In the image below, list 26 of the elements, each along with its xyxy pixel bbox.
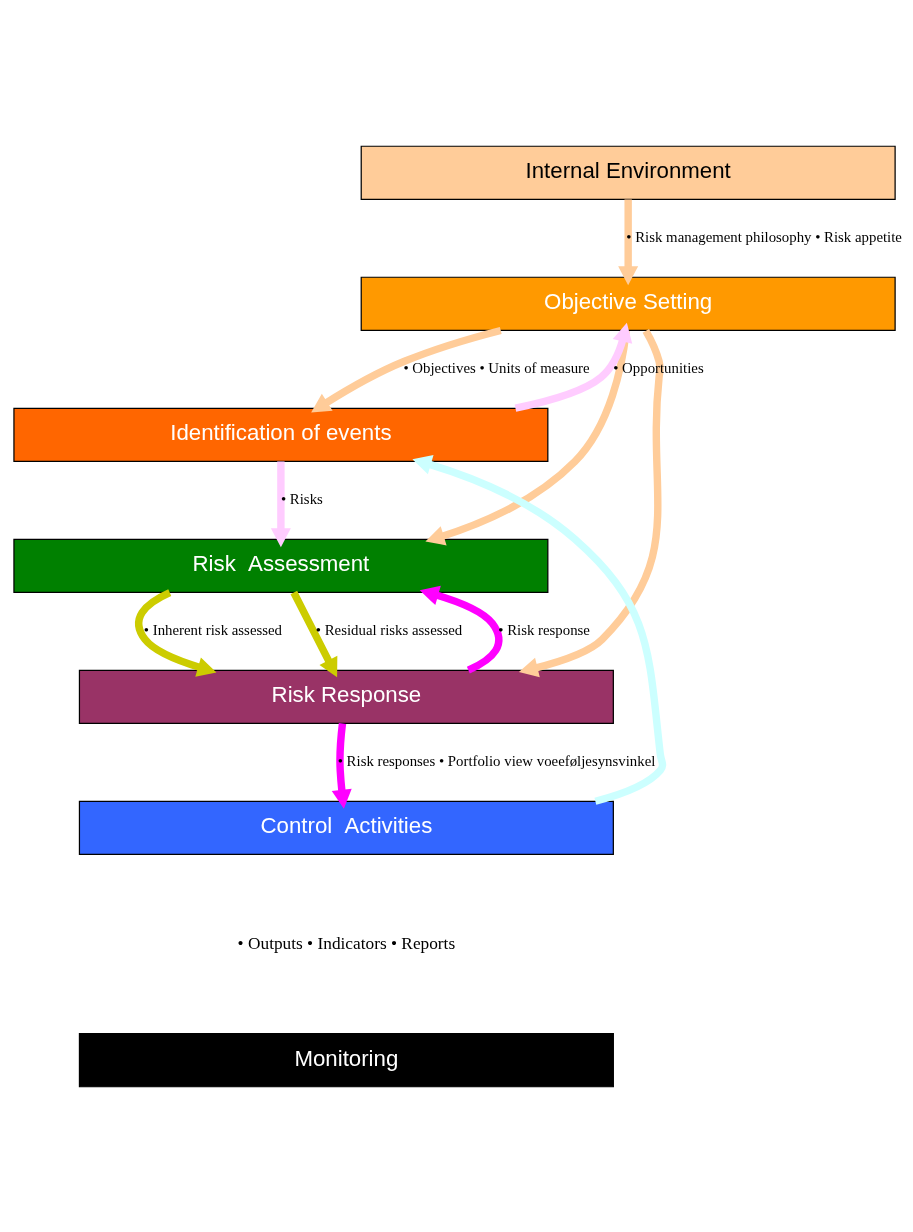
arrow — [518, 328, 664, 677]
edge-label: • Inherent risk assessed — [143, 621, 282, 638]
edge-label: • Residual risks assessed — [315, 621, 462, 638]
node-box: Internal Environment — [360, 145, 896, 200]
edge-label: • Risk response — [497, 621, 590, 638]
edge-label: • Objectives • Units of measure — [402, 359, 590, 376]
node-box: Risk Response — [78, 669, 614, 724]
node-box: Risk Assessment — [12, 538, 548, 593]
arrow — [514, 322, 632, 412]
arrow — [331, 722, 352, 809]
label: • Outputs • Indicators • Reports — [237, 933, 455, 953]
edge-label: • Risk responses • Portfolio view voeeføljesynsvinkel — [337, 752, 655, 769]
arrow — [419, 585, 502, 673]
edge-label: • Opportunities — [612, 359, 704, 376]
node-box: Objective Setting — [360, 276, 896, 331]
edge-label: • Risk management philosophy • Risk appetite — [625, 228, 902, 245]
arrow — [290, 590, 337, 677]
node-box: Monitoring — [78, 1032, 614, 1087]
arrow — [270, 460, 291, 547]
edge-label: • Risks — [280, 490, 323, 507]
node-box: Control Activities — [78, 800, 614, 855]
arrow — [424, 329, 630, 545]
arrow — [310, 326, 502, 413]
arrow — [411, 454, 666, 805]
node-box: Identification of events — [12, 407, 548, 462]
arrow — [617, 198, 638, 285]
